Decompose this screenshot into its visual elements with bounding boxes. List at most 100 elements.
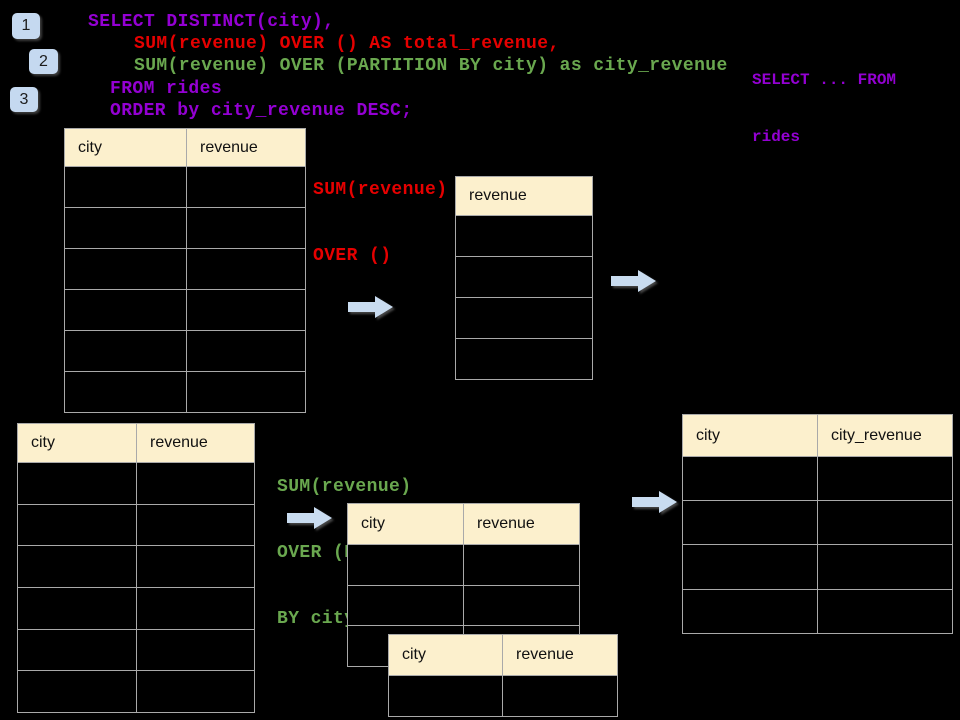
annotation-sum-over-all-line-1: SUM(revenue) [313,180,448,200]
table-header-row: city revenue [17,423,255,463]
table-header-row: city city_revenue [682,414,953,457]
table-source-top: city revenue [64,128,306,413]
table-cell [17,670,137,714]
table-row [388,675,618,717]
table-partition-group-overlap: city revenue [388,634,618,717]
sql-line-order-by: ORDER by city_revenue DESC; [110,101,413,121]
table-row [347,544,580,586]
table-row [64,371,306,413]
table-cell [186,248,306,290]
table-header-row: revenue [455,176,593,216]
sql-line-select: SELECT DISTINCT(city), [88,12,335,32]
arrow-right-icon [348,296,393,318]
table-cell [186,207,306,249]
table-cell [136,503,255,547]
table-cell [347,544,464,586]
table-cell [17,545,137,589]
table-row [455,215,593,257]
table-row [64,166,306,208]
table-row [455,338,593,380]
table-row [682,500,953,546]
table-cell [136,462,255,505]
annotation-sum-over-partition-line-1: SUM(revenue) [277,477,412,497]
table-row [17,587,255,630]
table-cell [136,628,255,672]
sql-line-from: FROM rides [110,79,223,99]
table-cell [136,587,255,630]
table-cell [463,584,580,627]
sql-snippet-select-from-rides: SELECT ... FROM rides [752,33,896,185]
table-cell [682,544,818,590]
table-cell [682,455,818,502]
step-badge-2: 2 [29,49,58,74]
table-row [682,455,953,502]
annotation-sum-over-all: SUM(revenue) OVER () [313,135,447,311]
table-row [347,584,580,627]
table-cell [64,207,187,249]
column-header-revenue: revenue [186,128,306,167]
table-row [64,330,306,372]
table-row [64,289,306,331]
column-header-city-revenue: city_revenue [817,414,953,457]
step-badge-3-label: 3 [19,90,29,108]
column-header-revenue: revenue [455,176,593,216]
table-cell [455,338,593,380]
table-cell [682,588,818,634]
table-row [682,544,953,590]
table-cell [455,256,593,298]
table-cell [463,544,580,586]
annotation-sum-over-all-line-2: OVER () [313,246,392,266]
column-header-revenue: revenue [463,503,580,545]
table-source-bottom: city revenue [17,423,255,714]
table-cell [64,371,187,413]
column-header-city: city [388,634,503,676]
table-cell [17,587,137,630]
table-row [64,207,306,249]
table-cell [455,215,593,257]
table-cell [136,670,255,714]
table-header-row: city revenue [64,128,306,167]
table-row [682,588,953,634]
table-cell [186,166,306,208]
table-cell [136,545,255,589]
table-cell [347,584,464,627]
table-cell [817,500,953,546]
table-header-row: city revenue [388,634,618,676]
table-cell [64,289,187,331]
table-cell [455,297,593,339]
sql-line-city-revenue: SUM(revenue) OVER (PARTITION BY city) as… [134,56,728,76]
column-header-city: city [682,414,818,457]
table-cell [64,248,187,290]
table-total-revenue-result: revenue [455,176,593,380]
column-header-city: city [347,503,464,545]
column-header-revenue: revenue [136,423,255,463]
arrow-right-icon [632,491,677,513]
table-row [17,503,255,547]
table-cell [17,462,137,505]
sql-snippet-line-1: SELECT ... FROM [752,71,897,89]
column-header-city: city [17,423,137,463]
step-badge-3: 3 [10,87,38,112]
table-cell [388,675,503,717]
table-cell [186,289,306,331]
table-city-revenue-result: city city_revenue [682,414,953,634]
arrow-right-icon [287,507,332,529]
sql-line-total-revenue: SUM(revenue) OVER () AS total_revenue, [134,34,560,54]
table-cell [817,588,953,634]
step-badge-2-label: 2 [39,52,48,70]
table-cell [817,544,953,590]
table-row [17,628,255,672]
column-header-city: city [64,128,187,167]
table-row [455,256,593,298]
table-cell [186,371,306,413]
column-header-revenue: revenue [502,634,618,676]
table-cell [817,455,953,502]
table-cell [17,628,137,672]
table-cell [17,503,137,547]
table-cell [64,166,187,208]
table-cell [186,330,306,372]
table-row [17,545,255,589]
step-badge-1: 1 [12,13,40,39]
arrow-right-icon [611,270,656,292]
